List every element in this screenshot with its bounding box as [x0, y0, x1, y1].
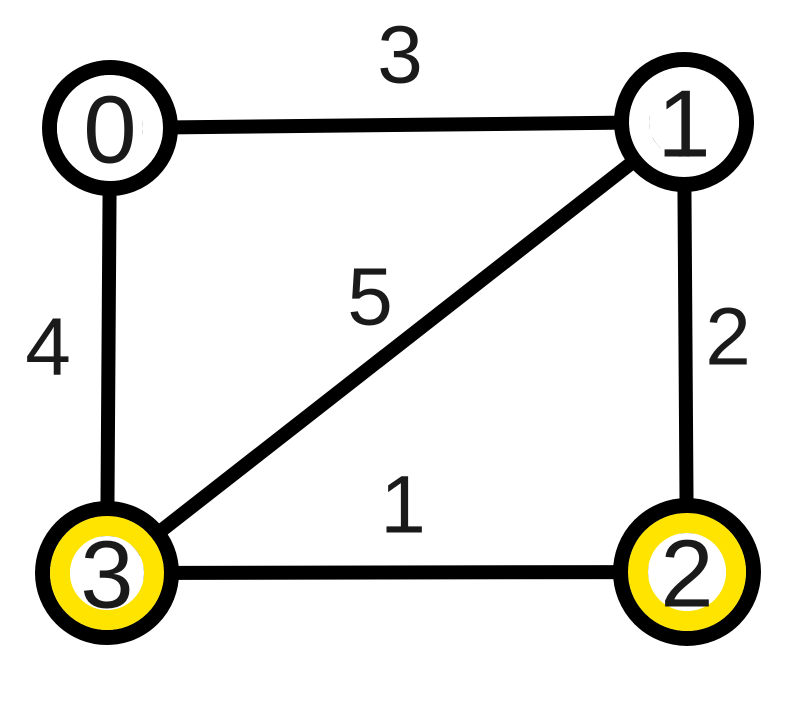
graph-edge-0-3[interactable]: [100, 127, 117, 574]
node-outer-ring-2: [613, 498, 761, 646]
graph-edge-2-3[interactable]: [106, 565, 688, 580]
edge-weight-label-2-3: 1: [380, 460, 426, 551]
node-label-3: 3: [80, 522, 133, 629]
nodes-group: 0 1 2 3: [35, 52, 761, 646]
edge-weight-label-1-2: 2: [705, 292, 751, 383]
edge-weight-label-0-3: 4: [25, 302, 71, 393]
node-outer-ring-0: [42, 60, 178, 196]
node-label-0: 0: [83, 77, 136, 184]
graph-node-3[interactable]: 3: [35, 501, 179, 645]
node-outer-ring-3: [35, 501, 179, 645]
node-highlight-ring-3: [50, 516, 164, 630]
graph-edge-1-2[interactable]: [677, 121, 694, 573]
edge-weight-label-1-3: 5: [347, 252, 393, 343]
node-inner-fill-0: [77, 95, 143, 161]
graph-node-0[interactable]: 0: [42, 60, 178, 196]
edge-weight-label-0-1: 3: [377, 10, 423, 101]
graph-node-1[interactable]: 1: [614, 52, 754, 192]
graph-edge-1-3[interactable]: [102, 116, 689, 579]
edges-group: [100, 115, 694, 580]
graph-node-2[interactable]: 2: [613, 498, 761, 646]
node-outer-ring-1: [614, 52, 754, 192]
node-highlight-ring-1: [629, 67, 739, 177]
node-highlight-ring-2: [628, 513, 746, 631]
node-inner-fill-1: [649, 87, 719, 157]
node-label-1: 1: [657, 71, 710, 178]
node-inner-fill-2: [648, 533, 726, 611]
graph-edge-0-1[interactable]: [109, 115, 685, 135]
node-label-2: 2: [660, 521, 713, 628]
edge-weight-labels-group: 3 4 5 2 1: [25, 10, 751, 551]
node-highlight-ring-0: [57, 75, 163, 181]
node-inner-fill-3: [70, 536, 144, 610]
